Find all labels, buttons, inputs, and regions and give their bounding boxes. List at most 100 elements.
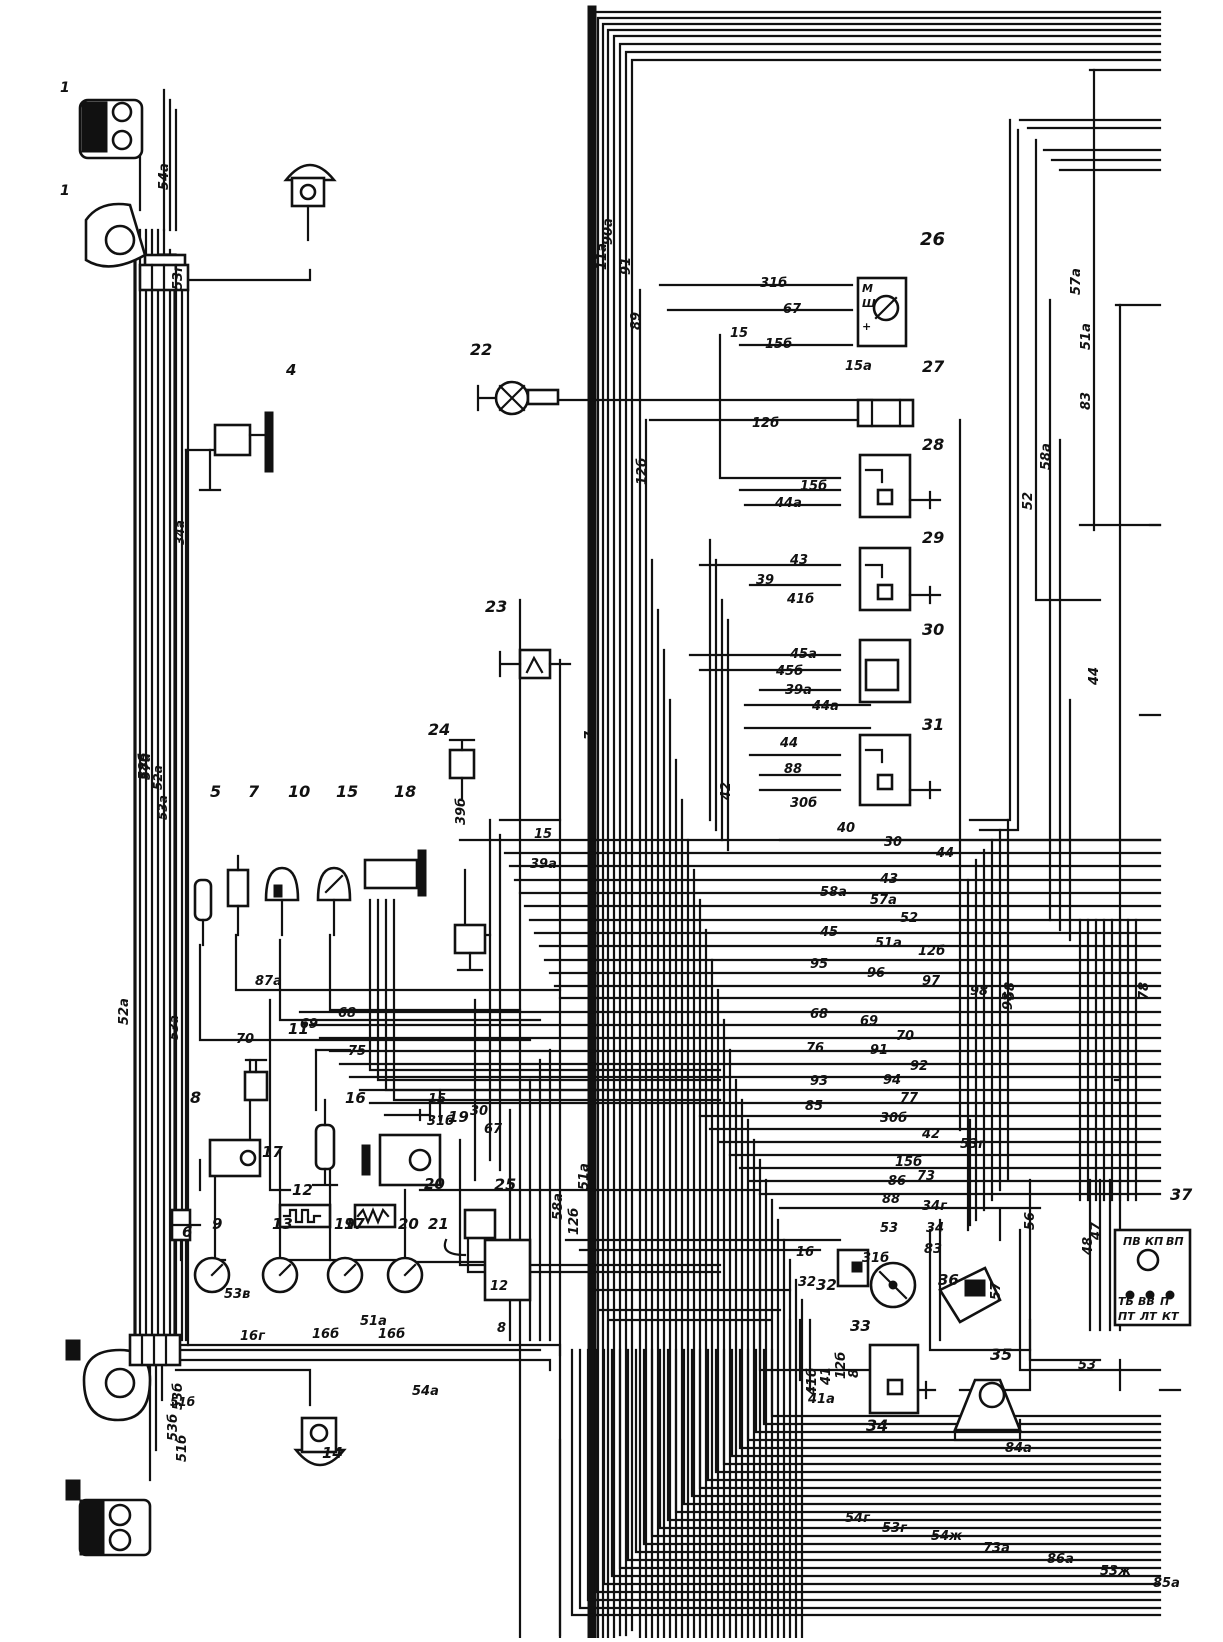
- label: 44: [779, 736, 798, 751]
- label: 18: [394, 782, 416, 801]
- label: 34: [926, 1221, 944, 1236]
- label: 73: [917, 1169, 935, 1184]
- component-27: [856, 398, 915, 428]
- label: 7: [248, 782, 260, 801]
- component-22: [476, 380, 560, 416]
- label: 51a: [1079, 323, 1094, 350]
- label: 95: [810, 957, 828, 972]
- component-14: [293, 1416, 347, 1467]
- relay-34: [868, 1343, 937, 1415]
- label: 48: [1081, 1237, 1096, 1256]
- label: 52a: [117, 998, 132, 1025]
- label: 91: [870, 1043, 888, 1058]
- label: 54a: [412, 1384, 439, 1399]
- component-12: [278, 1203, 332, 1229]
- label: 43: [879, 872, 898, 887]
- label: 92: [910, 1059, 928, 1074]
- label: 41б: [786, 592, 814, 607]
- label: 57a: [870, 893, 897, 908]
- label: 44: [1087, 667, 1102, 686]
- label: 17: [262, 1143, 283, 1161]
- label: 30б: [880, 1111, 907, 1126]
- component-6: [170, 1208, 202, 1262]
- label: 86: [888, 1174, 906, 1189]
- label: 53г: [882, 1521, 908, 1536]
- label: 29: [922, 528, 944, 547]
- label: 15a: [845, 359, 872, 374]
- label: 53б: [166, 1414, 181, 1441]
- switch-37: [1113, 1228, 1192, 1327]
- relay-30: [858, 638, 912, 704]
- gauge-17: [326, 1256, 364, 1294]
- label: 75: [348, 1044, 366, 1059]
- label: 52: [1021, 492, 1036, 510]
- label: 12б: [567, 1208, 582, 1235]
- label: 35: [990, 1345, 1012, 1364]
- label: 53a: [156, 795, 170, 820]
- label: 98: [1001, 992, 1016, 1010]
- gauge-9: [193, 1256, 231, 1294]
- connector-block-lower: [128, 1333, 182, 1367]
- label: 68: [338, 1006, 356, 1021]
- label: 53a: [167, 1015, 181, 1040]
- relay-29: [858, 546, 942, 612]
- gauge-21: [386, 1256, 424, 1294]
- label: 12б: [918, 944, 945, 959]
- label: 8: [190, 1088, 201, 1107]
- label: 44: [935, 846, 954, 861]
- label: 45: [819, 925, 838, 940]
- label: 69: [300, 1017, 318, 1032]
- label: 69: [860, 1014, 878, 1029]
- label: 39: [756, 573, 774, 588]
- label: 86a: [1047, 1552, 1074, 1567]
- label: 12б: [752, 416, 779, 431]
- label: 88: [784, 762, 802, 777]
- component-18: [363, 849, 427, 897]
- label: 84a: [1005, 1441, 1032, 1456]
- label: 91: [619, 257, 634, 275]
- label: 15: [428, 1092, 446, 1107]
- label: 13: [272, 1215, 293, 1233]
- label: КП: [1145, 1235, 1163, 1248]
- label: 10: [288, 782, 310, 801]
- label: 51a: [360, 1314, 387, 1329]
- label: 23: [485, 597, 507, 616]
- label: 17: [344, 1215, 365, 1233]
- label: 58a: [551, 1193, 566, 1220]
- component-24: [448, 738, 476, 802]
- component-15: [316, 866, 352, 937]
- label: 78: [1137, 982, 1152, 1000]
- component-36: [938, 1266, 1002, 1324]
- label: 58a: [820, 885, 847, 900]
- label: 34a: [173, 520, 187, 545]
- component-11: [243, 1058, 269, 1102]
- label: 57a: [139, 753, 154, 780]
- label: 12: [292, 1181, 313, 1199]
- label: 11a: [595, 243, 610, 270]
- label: 53: [1078, 1358, 1096, 1373]
- label: 28: [922, 435, 944, 454]
- label: 83: [1079, 392, 1094, 410]
- label: 16б: [312, 1327, 339, 1342]
- component-4: [198, 411, 274, 492]
- component-32: [836, 1248, 870, 1288]
- label: 94: [883, 1073, 901, 1088]
- label: 41б: [805, 1368, 820, 1396]
- component-35: [953, 1378, 1022, 1442]
- label: 30б: [790, 796, 817, 811]
- label: 93: [810, 1074, 828, 1089]
- label: 54ж: [931, 1529, 963, 1544]
- label: 34: [866, 1416, 888, 1435]
- headlamp-upper-left: [78, 98, 144, 160]
- component-10: [264, 866, 300, 937]
- label: 39a: [530, 857, 557, 872]
- label: 52: [900, 911, 918, 926]
- label: 20: [424, 1175, 445, 1193]
- label: 30: [470, 1104, 488, 1119]
- label: 76: [806, 1041, 824, 1056]
- label: 8: [497, 1321, 506, 1336]
- label: 70: [236, 1032, 254, 1047]
- label: 58б: [137, 753, 152, 780]
- label: 51б: [170, 1395, 195, 1409]
